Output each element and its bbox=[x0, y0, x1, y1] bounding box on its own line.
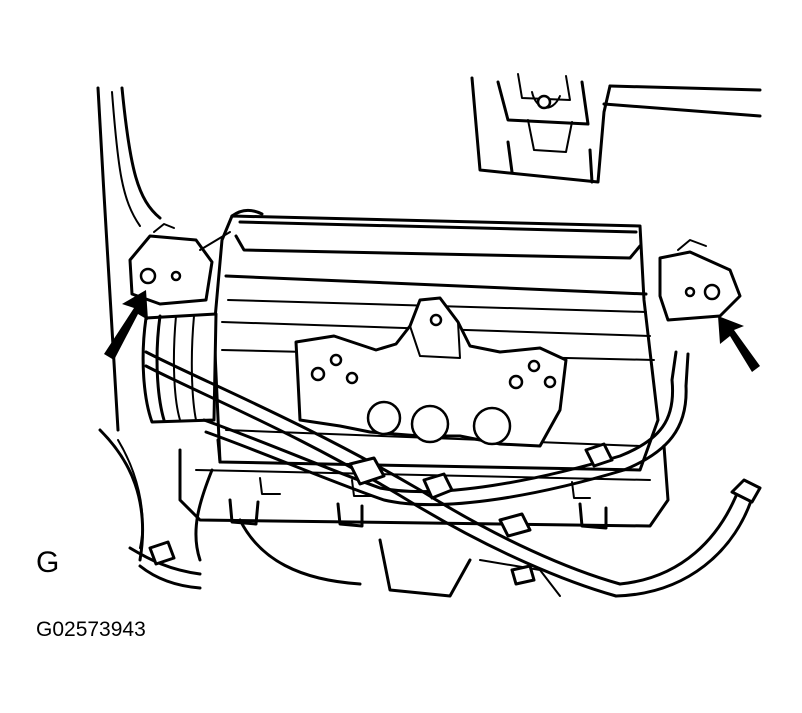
figure-code: G02573943 bbox=[36, 618, 146, 641]
wire-harness bbox=[144, 350, 762, 598]
view-label: G bbox=[36, 546, 60, 579]
right-mounting-bracket bbox=[658, 239, 742, 322]
lower-console bbox=[178, 444, 670, 598]
upper-bracket bbox=[470, 73, 762, 184]
arrow-right bbox=[718, 316, 760, 372]
mounting-plate bbox=[294, 296, 568, 448]
arrow-left bbox=[104, 290, 148, 360]
left-mounting-bracket bbox=[128, 223, 231, 306]
dash-frame-left bbox=[96, 86, 202, 590]
